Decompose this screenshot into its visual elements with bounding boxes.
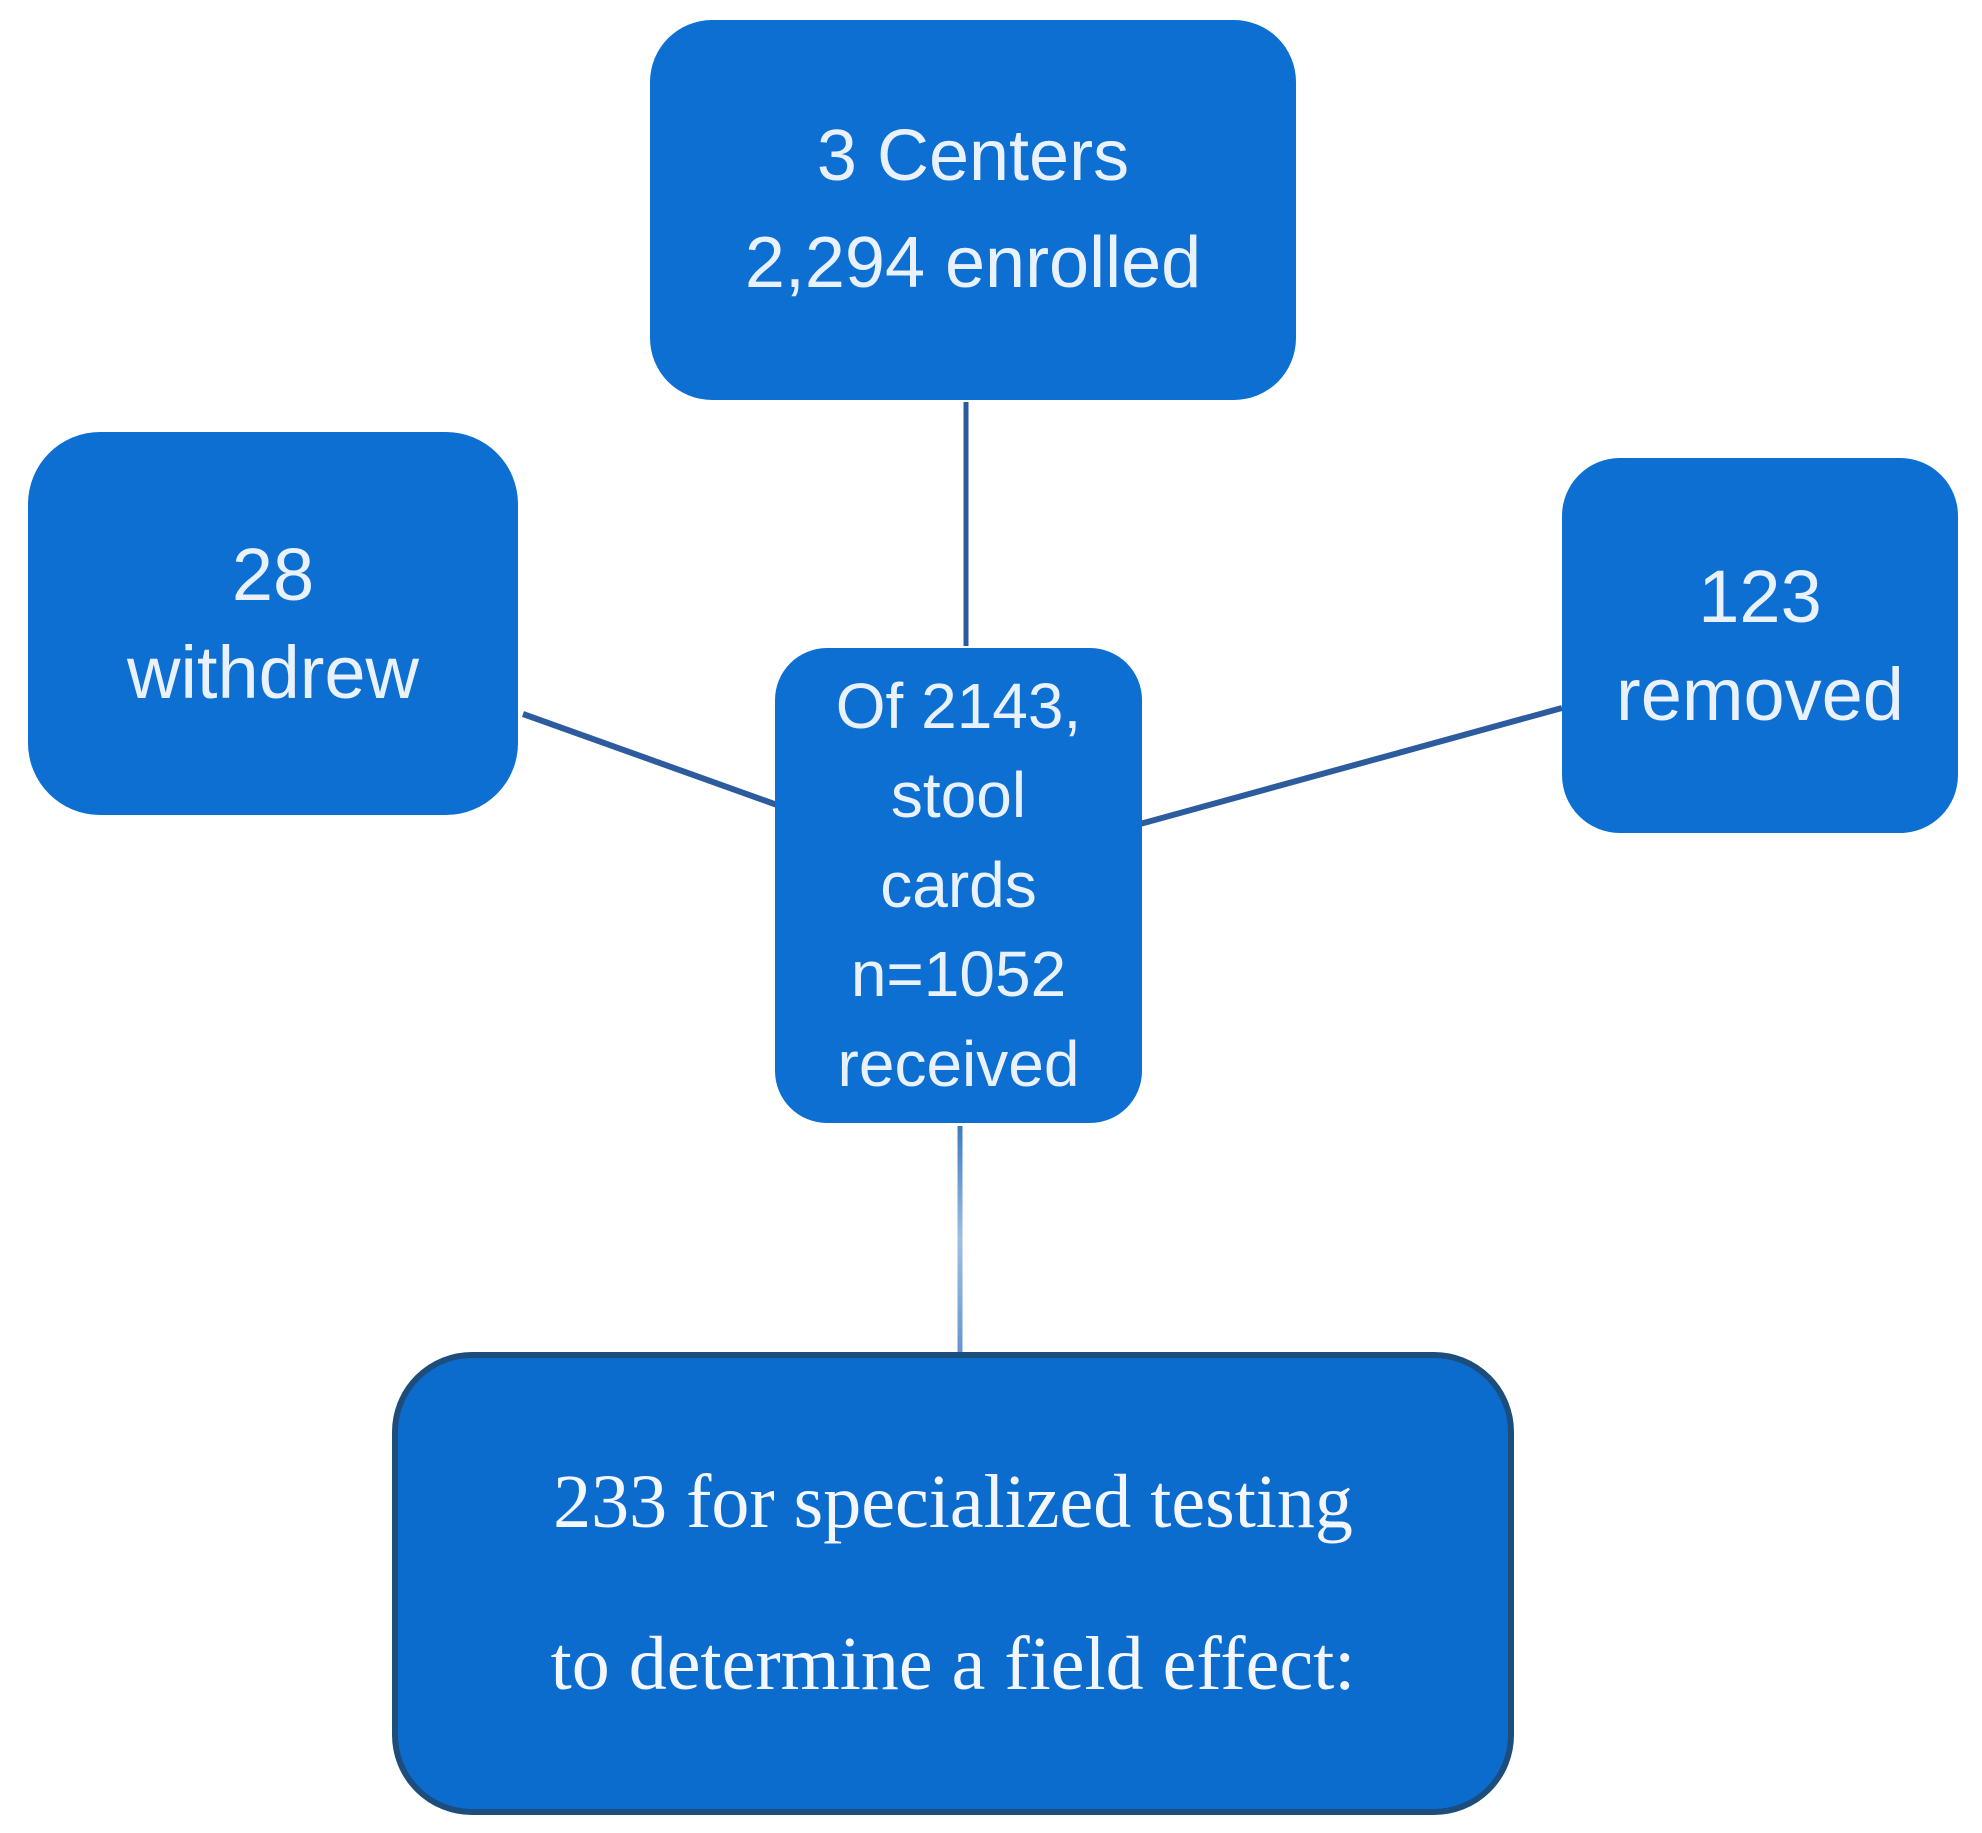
node-label-line: cards: [880, 848, 1037, 921]
node-removed: 123 removed: [1562, 458, 1958, 833]
node-label-line: 233 for specialized testing: [553, 1460, 1353, 1545]
node-label-line: received: [837, 1027, 1080, 1100]
node-label-line: 28: [231, 532, 315, 616]
node-label-line: 123: [1698, 554, 1822, 638]
node-label-line: to determine a field effect:: [550, 1621, 1356, 1706]
node-label-line: 2,294 enrolled: [744, 223, 1202, 303]
node-label-line: n=1052: [850, 938, 1067, 1011]
node-stool-cards: Of 2143, stool cards n=1052 received: [775, 648, 1142, 1123]
node-label-line: stool: [890, 759, 1027, 832]
node-specialized-testing: 233 for specialized testing to determine…: [392, 1352, 1514, 1815]
node-label-line: Of 2143,: [835, 669, 1082, 742]
node-label-line: 3 Centers: [816, 116, 1130, 197]
node-withdrew: 28 withdrew: [28, 432, 518, 815]
node-label-line: removed: [1616, 652, 1904, 736]
node-label-line: withdrew: [127, 630, 419, 714]
connector-withdrew-to-stool: [521, 711, 782, 809]
connector-stool-to-removed: [1139, 705, 1563, 827]
node-centers-enrolled: 3 Centers 2,294 enrolled: [650, 20, 1296, 400]
